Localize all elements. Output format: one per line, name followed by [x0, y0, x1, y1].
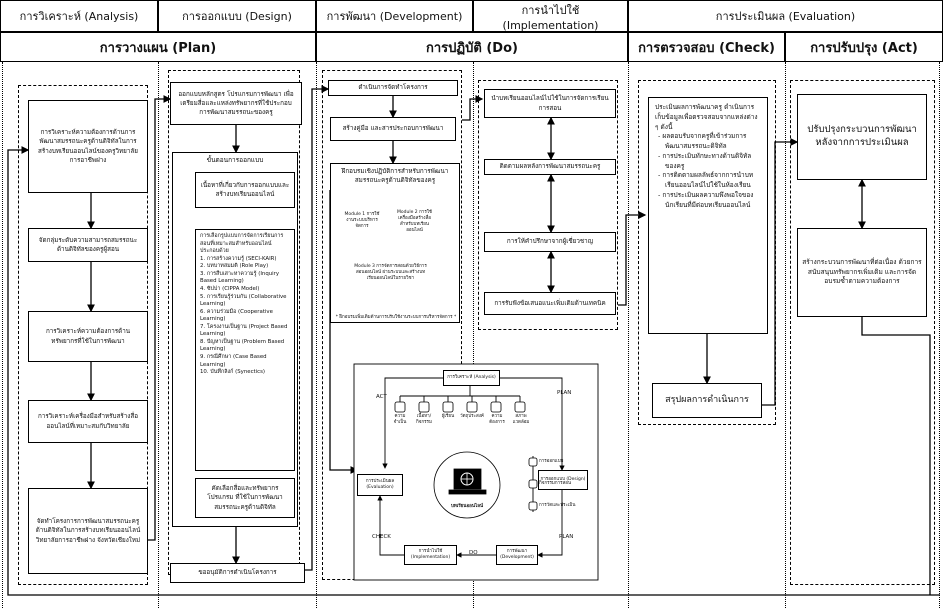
cycle-analysis: การวิเคราะห์ (Analysis)	[443, 370, 500, 386]
column-divider	[785, 62, 786, 608]
check-box: ประเมินผลการพัฒนาครู ดำเนินการเก็บข้อมูล…	[648, 97, 768, 334]
design-step-2-sub: ประกอบด้วย	[200, 248, 229, 255]
design-model-8: 8. ปัญหาเป็นฐาน (Problem Based Learning)	[200, 338, 285, 353]
design-step-3: คัดเลือกสื่อและทรัพยากรโปรแกรม ที่ใช้ในก…	[195, 478, 295, 518]
check-item-3: - การติดตามผลลัพธ์จากการนำบทเรียนออนไลน์…	[658, 171, 754, 189]
development-box-1: ดำเนินการจัดทำโครงการ	[328, 80, 458, 96]
analysis-box-2: จัดกลุ่มระดับความสามารถสมรรถนะด้านดิจิทั…	[28, 228, 148, 262]
check-summary-box: สรุปผลการดำเนินการ	[652, 383, 762, 418]
column-divider	[316, 62, 317, 608]
module-2: Module 2 การใช้เครื่องมือสร้างสื่อสำหรับ…	[396, 210, 432, 234]
check-intro: ประเมินผลการพัฒนาครู ดำเนินการเก็บข้อมูล…	[655, 103, 758, 131]
check-item-1: - ผลตอบรับจากครูที่เข้าร่วมการพัฒนาสมรรถ…	[658, 132, 747, 150]
design-model-7: 7. โครงงานเป็นฐาน (Project Based Learnin…	[200, 323, 288, 338]
cycle-development: การพัฒนา (Development)	[496, 545, 538, 565]
design-item-2: กิจกรรมการสอน	[539, 481, 572, 486]
module-3: Module 3 การจัดการสอนด้วยวิธีการสอนออนไล…	[354, 264, 427, 282]
cycle-implementation: การนำไปใช้ (Implementation)	[404, 545, 457, 565]
check-item-3-text: การติดตามผลลัพธ์จากการนำบทเรียนออนไลน์ไป…	[662, 171, 754, 189]
design-model-10: 10. บันทึกลิงก์ (Synectics)	[200, 369, 266, 376]
implementation-box-1: นำบทเรียนออนไลน์ไปใช้ในการจัดการเรียนการ…	[484, 89, 616, 118]
design-model-3: 3. การสืบเสาะหาความรู้ (Inquiry Based Le…	[200, 270, 280, 285]
implementation-box-2: ติดตามผลหลังการพัฒนาสมรรถนะครู	[484, 159, 616, 175]
development-note: * ฝึกอบรมเพิ่มเติมด้านการปรับใช้งานระบบก…	[335, 315, 457, 320]
column-divider	[158, 62, 159, 608]
development-training-label: ฝึกอบรมเชิงปฏิบัติการสำหรับการพัฒนาสมรรถ…	[341, 168, 449, 185]
check-item-4-text: การประเมินผลความพึงพอใจของนักเรียนที่มีต…	[662, 190, 754, 209]
cycle-act-label: ACT	[376, 394, 387, 400]
design-top-box: ออกแบบหลักสูตร โปรแกรมการพัฒนา เพื่อเตรี…	[170, 82, 302, 125]
check-item-2-text: การประเมินทักษะทางด้านดิจิทัลของครู	[662, 151, 752, 170]
analysis-item-6: สภาพแวดล้อม	[512, 414, 530, 426]
design-model-4: 4. ซิปปา (CIPPA Model)	[200, 285, 260, 292]
act-box-2: สร้างกระบวนการพัฒนาที่ต่อเนื่อง ด้วยการส…	[797, 228, 927, 317]
design-steps-title: ขั้นตอนการออกแบบ	[206, 156, 264, 164]
design-item-3: การวัดและประเมิน	[539, 503, 576, 508]
design-model-5: 5. การเรียนรู้ร่วมกัน (Collaborative Lea…	[200, 293, 287, 308]
column-divider	[628, 62, 629, 608]
analysis-item-2: เนื้อหา/กิจกรรม	[416, 414, 432, 426]
analysis-item-5: ความต้องการ	[489, 414, 505, 426]
cycle-design: การออกแบบ (Design)	[538, 470, 588, 490]
cycle-check-label: CHECK	[372, 534, 391, 540]
development-box-2: สร้างคู่มือ และสารประกอบการพัฒนา	[330, 117, 456, 141]
column-divider	[473, 62, 474, 608]
analysis-box-4: การวิเคราะห์เครื่องมือสำหรับสร้างสื่อออน…	[28, 400, 148, 443]
analysis-item-1: ความจำเป็น	[393, 414, 407, 426]
analysis-box-5: จัดทำโครงการการพัฒนาสมรรถนะครูด้านดิจิทั…	[28, 488, 148, 574]
design-item-1: การออกแบบ	[539, 459, 564, 464]
analysis-item-3: ผู้เรียน	[441, 414, 455, 419]
design-bottom-box: ขออนุมัติการดำเนินโครงการ	[170, 563, 305, 583]
design-step-2-title: การเลือกรูปแบบการจัดการเรียนการสอนที่เหม…	[200, 233, 284, 247]
design-step-2: การเลือกรูปแบบการจัดการเรียนการสอนที่เหม…	[195, 229, 295, 471]
header-implementation: การนำไปใช้ (Implementation)	[473, 0, 628, 32]
implementation-section	[478, 80, 618, 330]
subheader-do: การปฏิบัติ (Do)	[316, 32, 628, 62]
implementation-box-4: การรับฟังข้อเสนอแนะเพิ่มเติมด้านเทคนิค	[484, 292, 616, 315]
check-item-4: - การประเมินผลความพึงพอใจของนักเรียนที่ม…	[658, 190, 754, 209]
cycle-plan-bottom-label: PLAN	[559, 534, 574, 540]
cycle-plan-top-label: PLAN	[557, 390, 572, 396]
header-design: การออกแบบ (Design)	[158, 0, 316, 32]
check-item-2: - การประเมินทักษะทางด้านดิจิทัลของครู	[658, 151, 752, 170]
cycle-evaluation: การประเมินผล (Evaluation)	[357, 474, 403, 496]
implementation-box-3: การให้คำปรึกษาจากผู้เชี่ยวชาญ	[484, 232, 616, 252]
design-step-1: เนื้อหาที่เกี่ยวกับการออกแบบและสร้างบทเร…	[195, 172, 295, 208]
module-1: Module 1 การใช้งานระบบบริหารจัดการ	[344, 212, 380, 230]
design-model-9: 9. กรณีศึกษา (Case Based Learning)	[200, 354, 267, 368]
design-model-6: 6. ความร่วมมือ (Cooperative Learning)	[200, 308, 273, 323]
analysis-box-3: การวิเคราะห์ความต้องการด้านทรัพยากรที่ใช…	[28, 311, 148, 362]
check-item-1-text: ผลตอบรับจากครูที่เข้าร่วมการพัฒนาสมรรถนะ…	[662, 132, 747, 150]
cycle-center-label: บทเรียนออนไลน์	[450, 504, 484, 509]
column-divider	[939, 62, 940, 608]
design-model-2: 2. บทบาทสมมติ (Role Play)	[200, 263, 269, 270]
subheader-plan: การวางแผน (Plan)	[0, 32, 316, 62]
act-box-1: ปรับปรุงกระบวนการพัฒนาหลังจากการประเมินผ…	[797, 94, 927, 180]
design-model-1: 1. การสร้างความรู้ (SECI-KAIR)	[200, 255, 277, 262]
header-development: การพัฒนา (Development)	[316, 0, 473, 32]
analysis-box-1: การวิเคราะห์ความต้องการด้านการพัฒนาสมรรถ…	[28, 100, 148, 193]
header-analysis: การวิเคราะห์ (Analysis)	[0, 0, 158, 32]
analysis-item-4: วัตถุประสงค์	[460, 414, 484, 419]
column-divider	[2, 62, 3, 608]
subheader-check: การตรวจสอบ (Check)	[628, 32, 785, 62]
act-section	[790, 80, 935, 585]
cycle-do-label: DO	[469, 550, 478, 556]
development-box-3: ฝึกอบรมเชิงปฏิบัติการสำหรับการพัฒนาสมรรถ…	[330, 163, 460, 323]
